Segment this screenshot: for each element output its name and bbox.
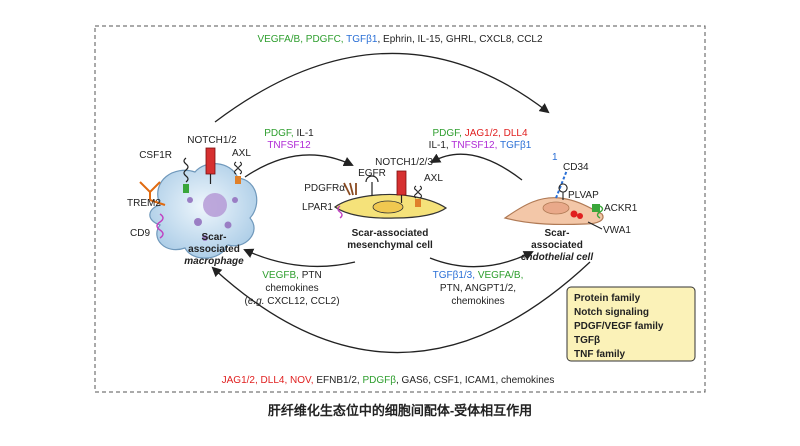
mac-axl-label: AXL: [232, 148, 251, 159]
endothelial-cell: [503, 197, 604, 226]
endo-marker-1: 1: [552, 152, 558, 163]
cd34-label: CD34: [563, 162, 589, 173]
ackr1-receptor: [596, 205, 604, 219]
legend-item: Notch signaling: [574, 307, 649, 318]
legend-item: PDGF/VEGF family: [574, 321, 664, 332]
dashed-frame: [94, 25, 706, 393]
mes-label-1: Scar-associated: [352, 228, 429, 239]
legend-item: Protein family: [574, 293, 641, 304]
endo-to-mes-line1: PDGF, JAG1/2, DLL4: [432, 128, 527, 139]
text-segment: PDGFβ: [362, 375, 396, 386]
macrophage-cell: [149, 163, 258, 259]
endo-label-2: associated: [531, 240, 583, 251]
pdgfra-receptor: [343, 182, 357, 196]
arrow-mac-to-mes: [244, 154, 354, 178]
csf1r-receptor: [183, 157, 189, 193]
mesenchymal-cell: [333, 193, 448, 219]
mes-notch-receptor: [396, 170, 407, 203]
mac-to-mes-line2: TNFSF12: [267, 140, 311, 151]
vwa1-label: VWA1: [603, 225, 631, 236]
text-segment: VEGFB,: [262, 270, 301, 281]
mac-label-1: Scar-: [201, 232, 226, 243]
mes-to-endo-line3: chemokines: [451, 296, 504, 307]
text-segment: VEGFA/B, PDGFC,: [257, 34, 346, 45]
mac-notch-receptor: [205, 147, 216, 184]
arrow-mes-to-endo: [429, 251, 534, 268]
legend-item: TGFβ: [574, 335, 600, 346]
arrow-endo-to-mac: [211, 261, 591, 354]
figure-caption: 肝纤维化生态位中的细胞间配体-受体相互作用: [268, 403, 532, 418]
csf1r-label: CSF1R: [139, 150, 172, 161]
mac-label-2: associated: [188, 244, 240, 255]
text-segment: , GAS6, CSF1, ICAM1, chemokines: [396, 375, 554, 386]
mes-notch-label: NOTCH1/2/3: [375, 157, 433, 168]
cd9-label: CD9: [130, 228, 150, 239]
legend-item: TNF family: [574, 349, 626, 360]
mes-to-mac-line2: chemokines: [265, 283, 318, 294]
plvap-label: PLVAP: [568, 190, 599, 201]
text-segment: JAG1/2, DLL4, NOV,: [222, 375, 317, 386]
mac-label-3: macrophage: [184, 256, 244, 267]
text-segment: EFNB1/2,: [316, 375, 362, 386]
top-ligands: VEGFA/B, PDGFC, TGFβ1, Ephrin, IL-15, GH…: [257, 34, 543, 45]
text-segment: , Ephrin, IL-15, GHRL, CXCL8, CCL2: [377, 34, 543, 45]
endo-to-mes-line2: IL-1, TNFSF12, TGFβ1: [429, 140, 532, 151]
arrow-mes-to-mac: [243, 248, 356, 268]
endo-label-3: endothelial cell: [521, 252, 593, 263]
mes-to-endo-line2: PTN, ANGPT1/2,: [440, 283, 516, 294]
trem2-label: TREM2: [127, 198, 161, 209]
cd9-receptor: [156, 213, 164, 239]
mes-to-mac-line1: VEGFB, PTN: [262, 270, 321, 281]
lpar1-receptor: [337, 205, 343, 219]
trem2-receptor: [139, 181, 166, 206]
mac-notch-label: NOTCH1/2: [187, 135, 237, 146]
ackr1-label: ACKR1: [604, 203, 638, 214]
mac-to-mes-line1: PDGF, IL-1: [264, 128, 314, 139]
text-segment: TNFSF12,: [451, 140, 500, 151]
lpar1-label: LPAR1: [302, 202, 333, 213]
text-segment: TNFSF12: [267, 140, 311, 151]
text-segment: JAG1/2, DLL4: [465, 128, 528, 139]
text-segment: VEGFA/B,: [478, 270, 524, 281]
legend: Protein family Notch signaling PDGF/VEGF…: [566, 286, 696, 362]
text-segment: TGFβ1/3,: [433, 270, 478, 281]
egfr-receptor: [365, 175, 379, 196]
pdgfra-label: PDGFRα: [304, 183, 345, 194]
mes-axl-label: AXL: [424, 173, 443, 184]
text-segment: TGFβ1: [346, 34, 378, 45]
mes-label-2: mesenchymal cell: [347, 240, 433, 251]
mac-axl-receptor: [233, 161, 243, 184]
bottom-ligands: JAG1/2, DLL4, NOV, EFNB1/2, PDGFβ, GAS6,…: [222, 375, 555, 386]
text-segment: PTN: [302, 270, 322, 281]
mes-axl-receptor: [413, 185, 423, 207]
text-segment: PDGF,: [264, 128, 296, 139]
vwa1-receptor: [587, 221, 603, 230]
text-segment: TGFβ1: [500, 140, 532, 151]
text-segment: IL-1,: [429, 140, 452, 151]
mes-to-mac-line3: (e.g. CXCL12, CCL2): [244, 296, 339, 307]
egfr-label: EGFR: [358, 168, 386, 179]
text-segment: IL-1: [297, 128, 315, 139]
endo-label-1: Scar-: [544, 228, 569, 239]
arrow-mac-to-endo: [214, 52, 550, 123]
mes-to-endo-line1: TGFβ1/3, VEGFA/B,: [433, 270, 524, 281]
text-segment: PDGF,: [432, 128, 464, 139]
arrow-endo-to-mes: [430, 153, 523, 181]
plvap-receptor: [558, 183, 568, 200]
